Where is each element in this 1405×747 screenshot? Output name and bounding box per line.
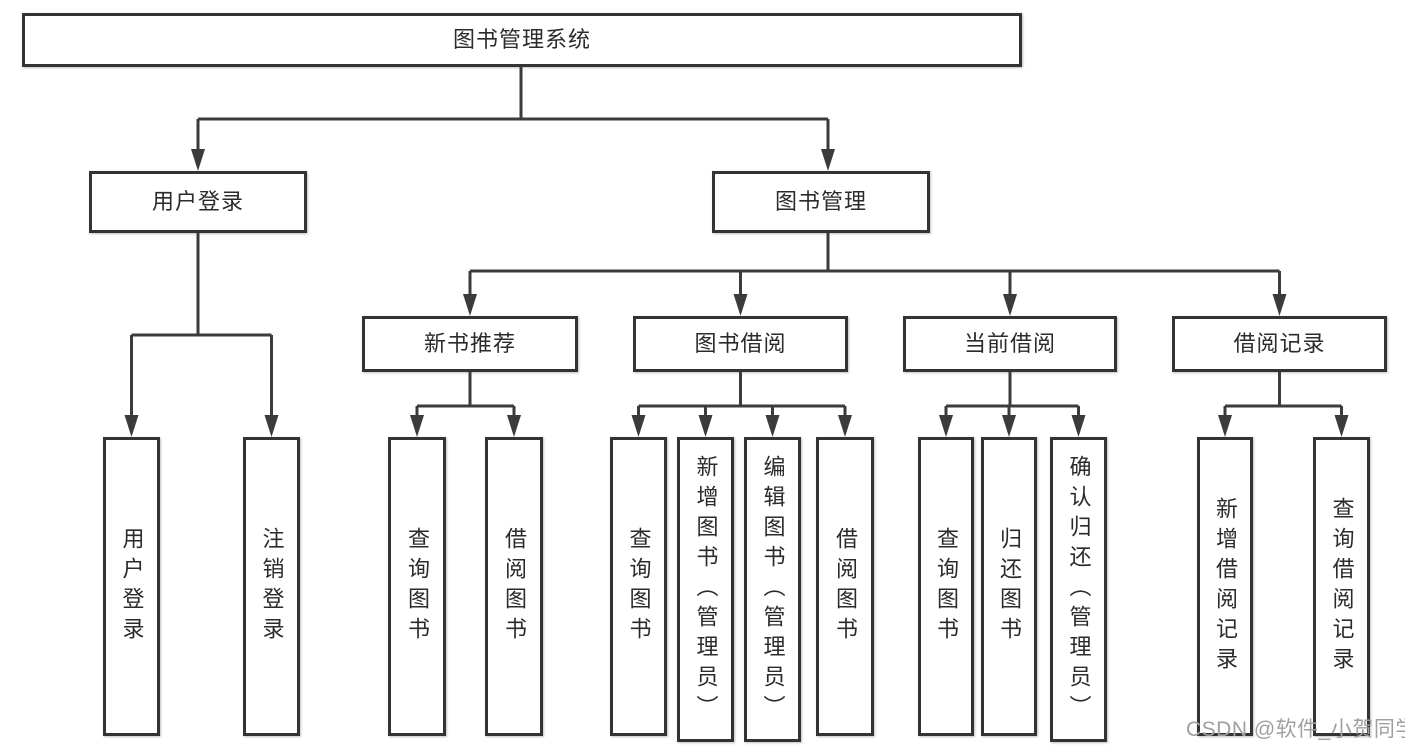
leaf-query-books-recommend: 查询图书 — [388, 437, 446, 736]
leaf-query-books-borrowing: 查询图书 — [610, 437, 667, 736]
leaf-user-login: 用户登录 — [103, 437, 160, 736]
node-borrowing-records: 借阅记录 — [1172, 316, 1387, 372]
node-label: 查询图书 — [626, 526, 652, 647]
node-user-login: 用户登录 — [89, 171, 307, 233]
node-label: 图书管理系统 — [452, 27, 591, 52]
leaf-add-books-admin: 新增图书（管理员） — [677, 437, 734, 742]
leaf-query-books-current: 查询图书 — [918, 437, 974, 736]
leaf-confirm-return-admin: 确认归还（管理员） — [1050, 437, 1107, 742]
leaf-query-borrow-record: 查询借阅记录 — [1313, 437, 1370, 736]
node-root: 图书管理系统 — [22, 13, 1022, 67]
node-label: 借阅图书 — [833, 526, 858, 647]
node-label: 确认归还（管理员） — [1066, 454, 1092, 725]
leaf-logout: 注销登录 — [243, 437, 300, 736]
node-label: 借阅记录 — [1233, 331, 1326, 356]
node-label: 当前借阅 — [963, 331, 1056, 356]
leaf-add-borrow-record: 新增借阅记录 — [1197, 437, 1253, 736]
leaf-edit-books-admin: 编辑图书（管理员） — [744, 437, 801, 742]
node-label: 图书管理 — [774, 189, 867, 214]
node-new-book-recommend: 新书推荐 — [362, 316, 578, 372]
node-current-borrowing: 当前借阅 — [903, 316, 1117, 372]
node-label: 归还图书 — [997, 526, 1022, 647]
node-book-management: 图书管理 — [712, 171, 930, 233]
leaf-borrow-books-recommend: 借阅图书 — [485, 437, 543, 736]
leaf-borrow-books-borrowing: 借阅图书 — [816, 437, 874, 736]
node-book-borrowing: 图书借阅 — [633, 316, 848, 372]
node-label: 编辑图书（管理员） — [760, 454, 786, 725]
leaf-return-books: 归还图书 — [981, 437, 1037, 736]
node-label: 查询图书 — [405, 526, 430, 647]
node-label: 新增图书（管理员） — [693, 454, 719, 725]
node-label: 新书推荐 — [423, 331, 516, 356]
node-label: 查询图书 — [934, 526, 959, 647]
node-label: 用户登录 — [119, 526, 145, 647]
node-label: 查询借阅记录 — [1329, 496, 1355, 677]
node-label: 借阅图书 — [502, 526, 527, 647]
node-label: 注销登录 — [259, 526, 285, 647]
node-label: 图书借阅 — [694, 331, 787, 356]
watermark-text: CSDN @软件_小贺同学 — [1186, 718, 1405, 741]
node-label: 新增借阅记录 — [1213, 496, 1238, 677]
node-label: 用户登录 — [151, 189, 244, 214]
